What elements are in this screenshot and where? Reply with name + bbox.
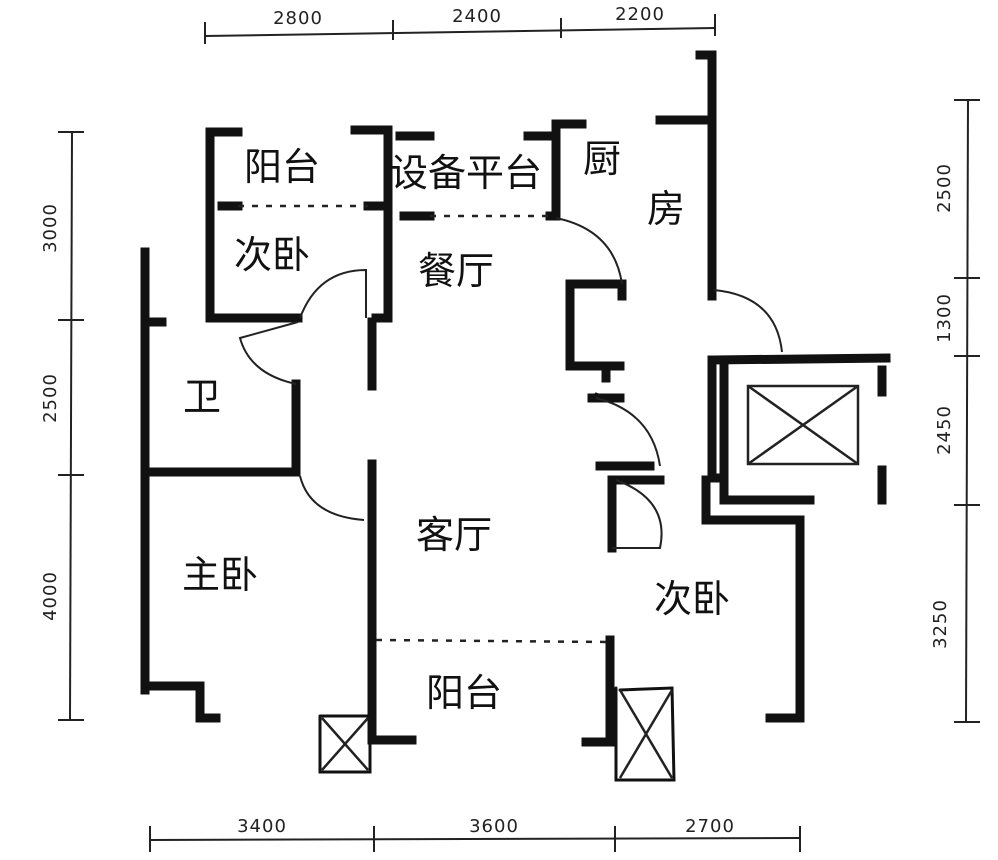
elevator-box: [746, 384, 860, 466]
dim-right-4: 3250: [930, 599, 951, 649]
label-bedroom-top: 次卧: [234, 233, 310, 277]
dim-bottom-3: 2700: [685, 816, 735, 837]
dim-left-1: 3000: [40, 203, 61, 253]
label-balcony-bottom: 阳台: [426, 671, 502, 715]
label-kitchen-b: 房: [647, 187, 685, 231]
dim-top-3: 2200: [615, 4, 665, 25]
label-dining: 餐厅: [418, 249, 494, 293]
walls: [140, 50, 891, 747]
elevator-shafts: [321, 384, 860, 779]
dim-top-1: 2800: [273, 8, 323, 29]
dim-right-2: 1300: [934, 293, 955, 343]
dimension-labels: 2800 2400 2200 3400 3600 2700 3000 2500 …: [40, 4, 955, 837]
dim-left-2: 2500: [40, 373, 61, 423]
door-swings: [238, 217, 783, 549]
label-bedroom-right: 次卧: [654, 577, 730, 621]
dim-right-3: 2450: [934, 405, 955, 455]
label-balcony-top: 阳台: [244, 145, 320, 189]
label-bathroom: 卫: [183, 375, 221, 419]
dim-bottom-2: 3600: [469, 816, 519, 837]
dim-right-1: 2500: [934, 163, 955, 213]
label-kitchen-a: 厨: [583, 137, 621, 181]
room-labels: 阳台 设备平台 厨 房 次卧 餐厅 卫 客厅 主卧 次卧 阳台: [182, 137, 730, 715]
dashed-lines: [238, 204, 609, 644]
dim-bottom-1: 3400: [237, 816, 287, 837]
label-equipment-platform: 设备平台: [390, 151, 542, 195]
dim-left-3: 4000: [40, 571, 61, 621]
label-master-bedroom: 主卧: [182, 553, 258, 597]
label-living: 客厅: [416, 513, 492, 557]
dim-top-2: 2400: [452, 6, 502, 27]
dimension-lines: [58, 14, 980, 852]
thin-walls: [294, 382, 676, 782]
